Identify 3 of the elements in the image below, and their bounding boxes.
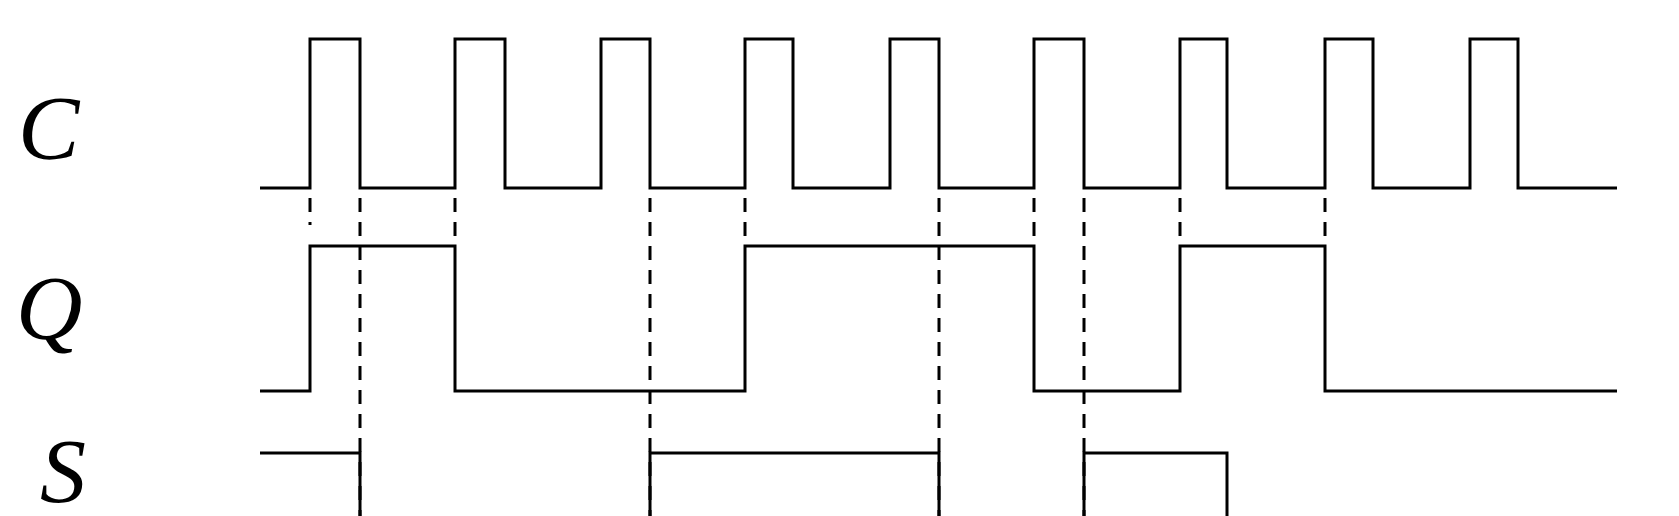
signal-label: Q bbox=[16, 262, 83, 354]
signal-label: S bbox=[40, 425, 86, 516]
signal-label: C bbox=[18, 82, 80, 174]
